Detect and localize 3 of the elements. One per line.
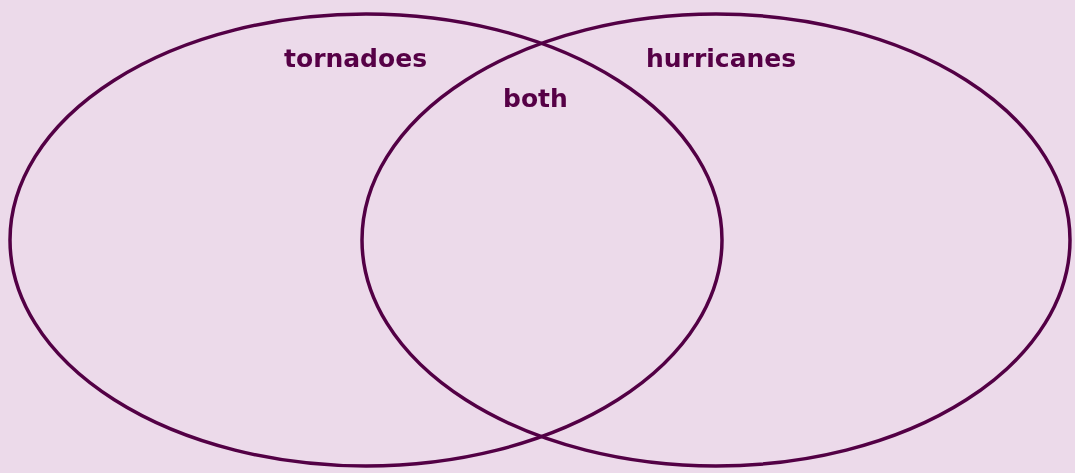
overlap-label: both [503,84,568,114]
set-label: hurricanes [646,44,797,74]
set-label: tornadoes [284,44,428,74]
